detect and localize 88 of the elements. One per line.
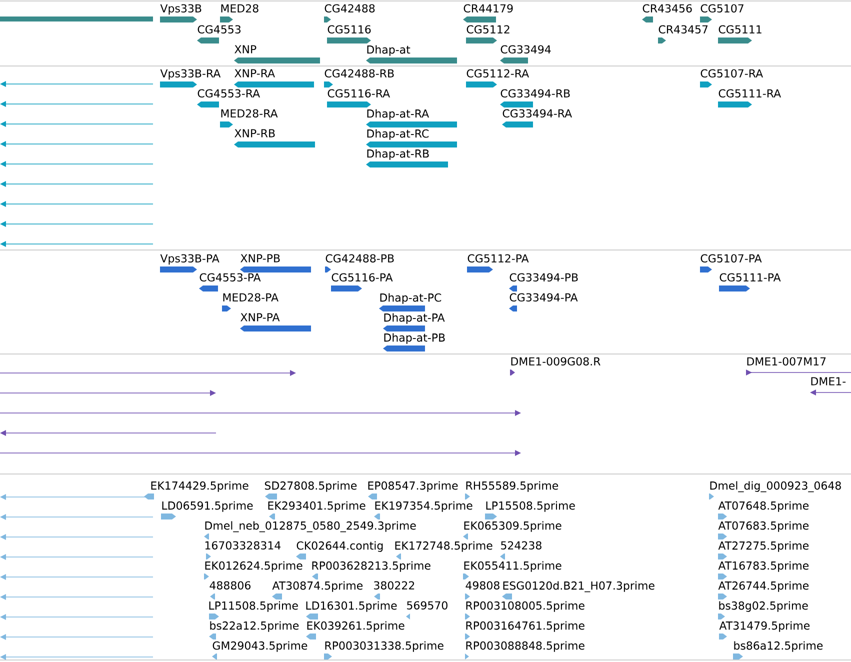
feature-label: 49808 [466, 581, 500, 590]
feature-label: CG42488-RB [324, 69, 394, 78]
feature-label: Dhap-at-PC [380, 293, 442, 304]
feature-label: LP15508.5prime [486, 501, 575, 512]
feature-label: Dhap-at-PB [384, 333, 445, 344]
feature-label: CG4553-PA [200, 273, 261, 282]
feature-label: MED28-PA [223, 293, 278, 302]
feature-label: EK065309.5prime [464, 521, 562, 532]
feature-label: Vps33B [160, 4, 202, 15]
feature-label: GM29043.5prime [212, 641, 308, 652]
feature-label: CG33494-RB [500, 89, 570, 98]
feature-label: DME1- [811, 377, 846, 386]
feature-label: bs38g02.5prime [719, 601, 808, 612]
feature-label: DME1-007M17 [747, 357, 826, 366]
feature-label: CK02644.contig [296, 541, 383, 552]
feature-label: CR44179 [464, 4, 513, 13]
feature-label: CG5111-PA [720, 273, 781, 282]
feature-label: EK055411.5prime [464, 561, 562, 572]
feature-label: CG4553-RA [198, 89, 260, 98]
feature-label: EK174429.5prime [151, 481, 248, 492]
feature-label: Dmel_dig_000923_0648 [710, 481, 841, 492]
feature-label: Dmel_neb_012875_0580_2549.3prime [205, 521, 416, 532]
feature-label: CG5107-PA [700, 254, 762, 263]
feature-label: Vps33B-PA [160, 254, 220, 265]
feature-label: CG42488-PB [326, 254, 394, 263]
feature-label: AT07683.5prime [718, 521, 809, 532]
feature-label: CG5111 [718, 25, 762, 34]
feature-label: LP11508.5prime [209, 601, 298, 612]
feature-label: Dhap-at-RC [367, 129, 429, 140]
feature-label: AT30874.5prime [272, 581, 363, 592]
feature-label: EK293401.5prime [268, 501, 366, 512]
feature-label: RP003088848.5prime [466, 641, 584, 652]
feature-label: Dhap-at [367, 45, 410, 56]
feature-label: CG42488 [324, 4, 375, 13]
feature-label: EK039261.5prime [307, 621, 404, 632]
feature-label: XNP-RA [234, 69, 275, 78]
feature-label: Vps33B-RA [160, 69, 221, 80]
feature-label: AT26744.5prime [718, 581, 809, 592]
feature-label: XNP-RB [234, 129, 275, 138]
feature-label: RP003108005.5prime [466, 601, 584, 612]
feature-label: RP003164761.5prime [466, 621, 584, 632]
feature-label: CG5111-RA [718, 89, 781, 98]
feature-label: CG33494-PA [510, 293, 578, 302]
feature-label: ESG0120d.B21_H07.3prime [503, 581, 654, 592]
feature-label: XNP-PB [240, 254, 280, 262]
feature-label: CG5112-RA [466, 69, 529, 78]
feature-label: CG33494 [500, 45, 551, 54]
feature-label: CG5116-PA [332, 273, 393, 282]
feature-label: 16703328314 [205, 541, 281, 550]
feature-label: Dhap-at-RA [367, 109, 430, 120]
feature-label: 569570 [407, 601, 448, 610]
feature-label: LD06591.5prime [162, 501, 253, 512]
feature-label: MED28 [221, 4, 258, 13]
feature-label: EK172748.5prime [395, 541, 492, 552]
feature-label: bs86a12.5prime [734, 641, 823, 652]
feature-label: Dhap-at-PA [384, 313, 445, 324]
feature-label: CG5107 [700, 4, 744, 13]
feature-label: CG4553 [198, 25, 240, 34]
feature-label: EP08547.3prime [368, 481, 458, 492]
feature-label: RP003031338.5prime [325, 641, 444, 652]
feature-label: AT07648.5prime [718, 501, 809, 512]
feature-label: CR43456 [642, 4, 692, 13]
feature-label: EK197354.5prime [375, 501, 472, 512]
feature-label: DME1-009G08.R [511, 357, 600, 366]
feature-label: EK012624.5prime [205, 561, 302, 572]
feature-label: MED28-RA [221, 109, 278, 118]
feature-label: CG33494-PB [510, 273, 578, 282]
feature-label: 488806 [210, 581, 250, 590]
feature-label: 524238 [501, 541, 542, 550]
feature-label: RH55589.5prime [466, 481, 558, 492]
feature-label: XNP-PA [240, 313, 280, 322]
feature-label: Dhap-at-RB [367, 149, 429, 160]
feature-label: bs22a12.5prime [210, 621, 299, 632]
feature-label: CG33494-RA [502, 109, 572, 118]
feature-label: 380222 [374, 581, 414, 590]
feature-label: LD16301.5prime [306, 601, 397, 612]
feature-label: CG5112-PA [468, 254, 529, 263]
feature-label: CR43457 [658, 25, 708, 34]
feature-label: XNP [234, 45, 256, 54]
feature-label: CG5112 [466, 25, 510, 34]
feature-label: CG5116-RA [328, 89, 390, 98]
feature-label: AT31479.5prime [719, 621, 810, 632]
feature-label: AT16783.5prime [718, 561, 809, 572]
feature-label: SD27808.5prime [264, 481, 357, 492]
feature-label: CG5107-RA [700, 69, 763, 78]
feature-label: AT27275.5prime [718, 541, 809, 552]
feature-label: CG5116 [328, 25, 371, 34]
feature-label: RP003628213.5prime [312, 561, 430, 572]
